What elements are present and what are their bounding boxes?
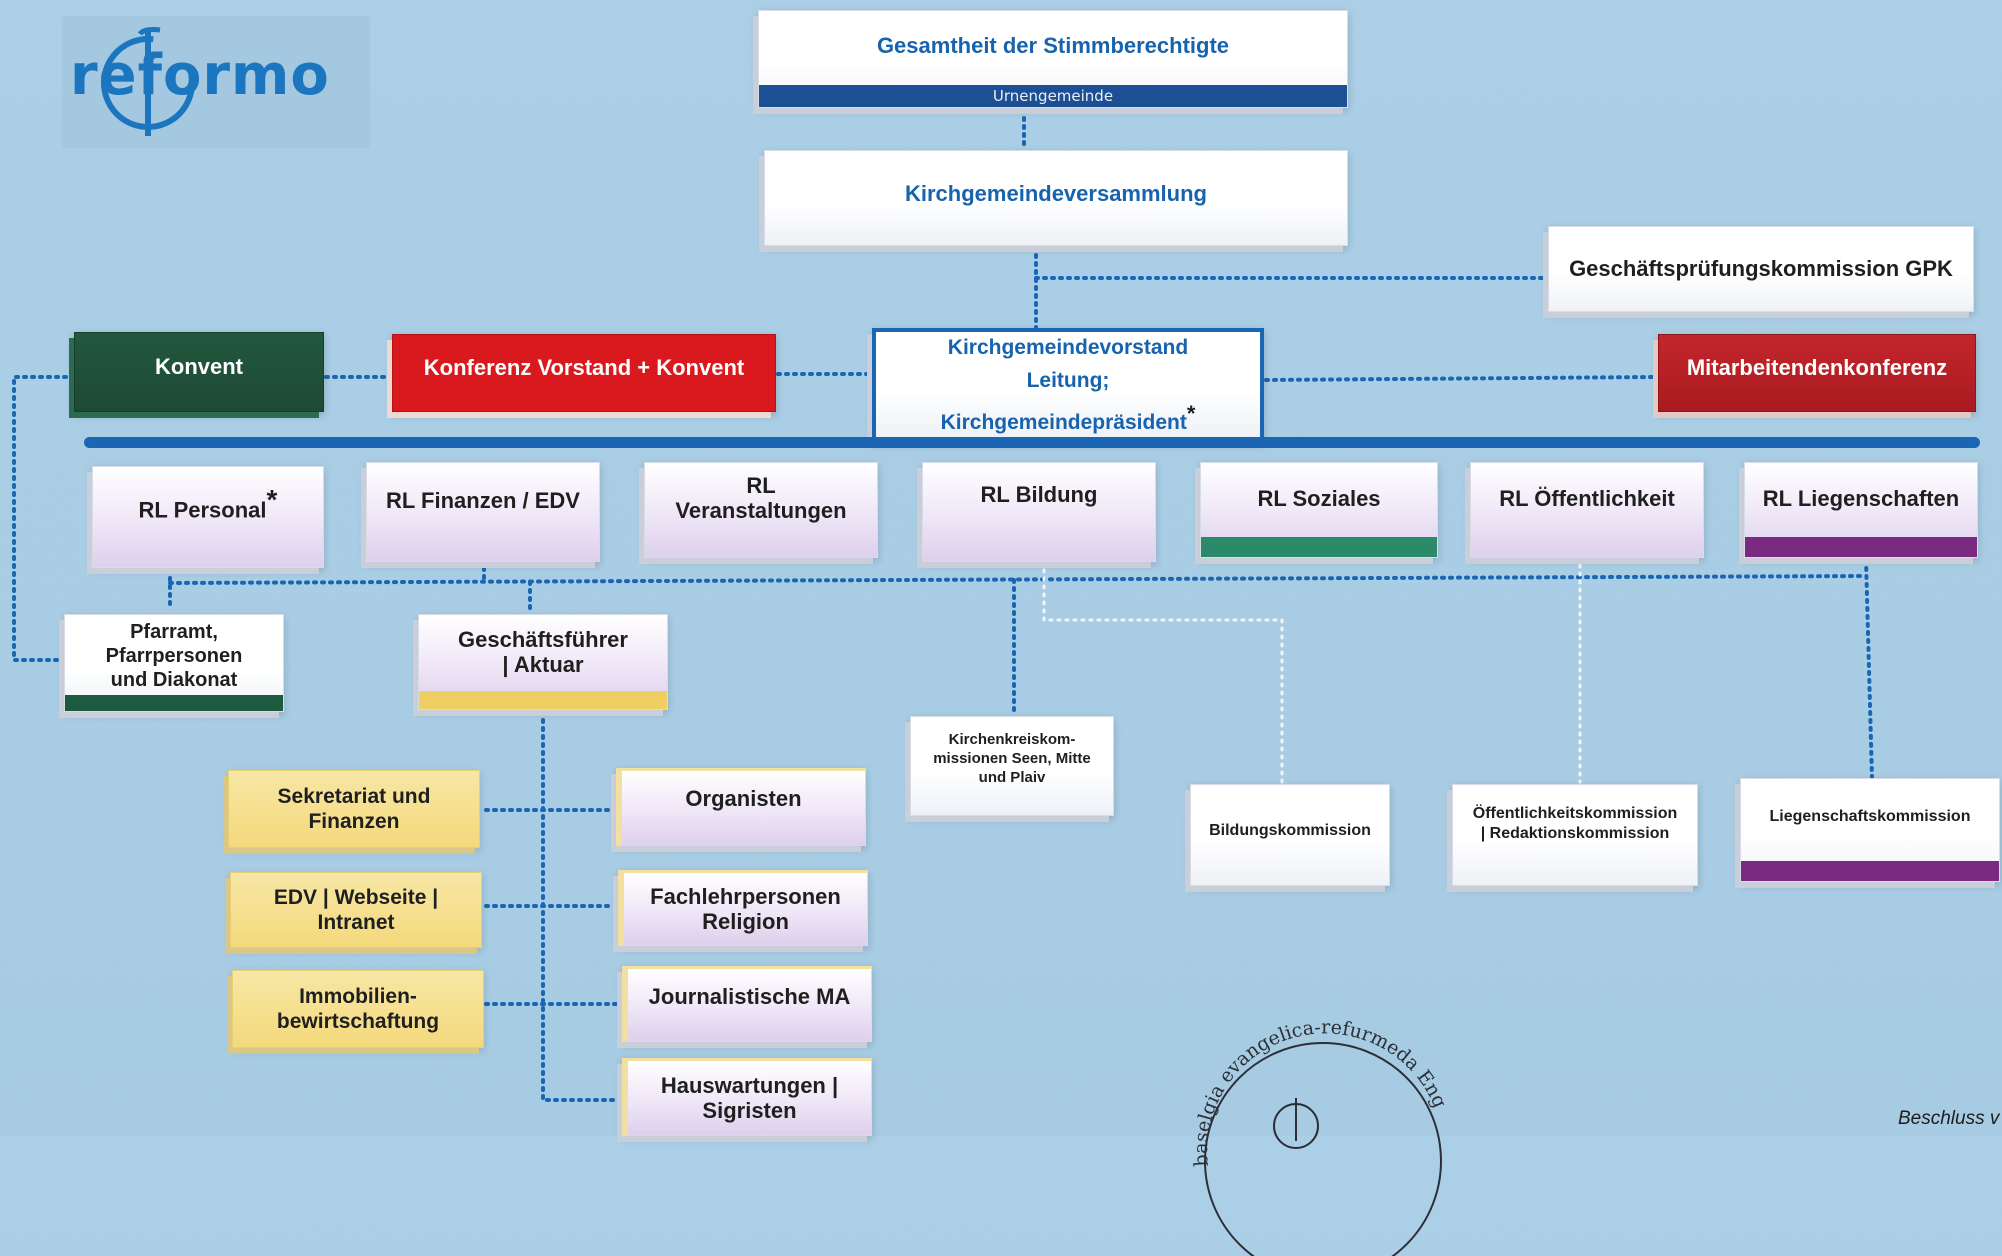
rl-soziales-color-bar	[1201, 537, 1437, 557]
kirchgemeindeversammlung-box: Kirchgemeindeversammlung	[764, 150, 1348, 246]
geschaeftsfuehrer-line-1: Geschäftsführer	[458, 627, 628, 652]
connector-gf-trunk	[541, 710, 622, 1102]
vorstand-line-3: Kirchgemeindepräsident	[940, 411, 1187, 434]
hauswartungen-line-2: Sigristen	[702, 1098, 797, 1123]
oeffentlichkeitskommission-line-1: Öffentlichkeitskommission	[1472, 805, 1678, 822]
urnengemeinde-bar: Urnengemeinde	[759, 85, 1347, 107]
vorstand-line-2: Leitung;	[1026, 369, 1110, 392]
rl-veranstaltungen-line-2: Veranstaltungen	[675, 498, 847, 523]
edv-line-2: Intranet	[317, 911, 395, 934]
logo-wordmark: reformo	[70, 43, 330, 108]
geschaeftsfuehrer-line-2: | Aktuar	[502, 652, 584, 677]
liegenschaftskommission-color-bar	[1741, 861, 1999, 881]
reformo-logo: reformo	[70, 26, 329, 136]
bildungskommission-box: Bildungskommission	[1190, 784, 1390, 886]
pfarramt-line-1: Pfarramt,	[130, 621, 218, 643]
hauswartungen-box: Hauswartungen | Sigristen	[622, 1058, 872, 1136]
connector-liegenschaften	[1864, 558, 1874, 780]
sekretariat-line-1: Sekretariat und	[277, 785, 431, 808]
liegenschaftskommission-title: Liegenschaftskommission	[1769, 808, 1971, 826]
kirchgemeindevorstand-box: Kirchgemeindevorstand Leitung; Kirchgeme…	[872, 328, 1264, 442]
organisten-title: Organisten	[685, 786, 802, 811]
kirchgemeindeversammlung-title: Kirchgemeindeversammlung	[905, 180, 1207, 206]
edv-box: EDV | Webseite | Intranet	[230, 872, 482, 948]
rl-personal-asterisk: *	[266, 483, 278, 515]
rl-bildung-title: RL Bildung	[980, 482, 1098, 507]
pfarramt-color-bar	[65, 695, 283, 711]
immobilien-line-2: bewirtschaftung	[276, 1010, 440, 1033]
oeffentlichkeitskommission-line-2: | Redaktionskommission	[1480, 825, 1670, 842]
mitarbeitendenkonferenz-title: Mitarbeitendenkonferenz	[1686, 354, 1948, 380]
edv-line-1: EDV | Webseite |	[273, 886, 439, 909]
urnengemeinde-label: Urnengemeinde	[992, 87, 1114, 105]
rl-bildung-box: RL Bildung	[922, 462, 1156, 562]
seal-text: baselgia evangelica-refurmeda Engiadin'O…	[1178, 1016, 1451, 1167]
sekretariat-box: Sekretariat und Finanzen	[228, 770, 480, 848]
rl-finanzen-box: RL Finanzen / EDV	[366, 462, 600, 562]
vorstand-asterisk: *	[1186, 401, 1196, 426]
rl-oeffentlichkeit-title: RL Öffentlichkeit	[1499, 485, 1675, 511]
logo-panel	[62, 16, 370, 148]
rl-personal-box: RL Personal*	[92, 466, 324, 568]
kirchenkreis-line-3: und Plaiv	[978, 768, 1046, 786]
rl-veranstaltungen-box: RL Veranstaltungen	[644, 462, 878, 558]
konferenz-title: Konferenz Vorstand + Konvent	[423, 354, 745, 380]
stimmberechtigte-box: Gesamtheit der Stimmberechtigte Urnengem…	[758, 10, 1348, 108]
connector-vorstand-mitarbeitende	[1264, 375, 1658, 382]
mitarbeitendenkonferenz-box: Mitarbeitendenkonferenz	[1658, 334, 1976, 412]
fachlehrpersonen-line-1: Fachlehrpersonen	[650, 884, 841, 909]
sekretariat-line-2: Finanzen	[308, 810, 400, 833]
fachlehrpersonen-box: Fachlehrpersonen Religion	[618, 870, 868, 946]
stimmberechtigte-title: Gesamtheit der Stimmberechtigte	[876, 32, 1230, 58]
kirchenkreiskommissionen-box: Kirchenkreiskom- missionen Seen, Mitte u…	[910, 716, 1114, 816]
vorstand-line-1: Kirchgemeindevorstand	[947, 336, 1189, 359]
leadership-divider-line	[84, 437, 1980, 448]
rl-veranstaltungen-line-1: RL	[746, 473, 776, 499]
rl-liegenschaften-box: RL Liegenschaften	[1744, 462, 1978, 558]
pfarramt-line-2: Pfarrpersonen	[105, 645, 243, 667]
kirchenkreis-line-1: Kirchenkreiskom-	[948, 730, 1076, 748]
pfarramt-box: Pfarramt, Pfarrpersonen und Diakonat	[64, 614, 284, 712]
bildungskommission-title: Bildungskommission	[1209, 822, 1371, 840]
kirchenkreis-line-2: missionen Seen, Mitte	[933, 749, 1091, 767]
rl-liegenschaften-title: RL Liegenschaften	[1762, 485, 1960, 511]
rl-personal-label-wrap: RL Personal*	[139, 484, 278, 523]
hauswartungen-line-1: Hauswartungen |	[660, 1073, 839, 1098]
geschaeftsfuehrer-box: Geschäftsführer | Aktuar	[418, 614, 668, 710]
journalistische-title: Journalistische MA	[648, 984, 851, 1009]
oeffentlichkeitskommission-box: Öffentlichkeitskommission | Redaktionsko…	[1452, 784, 1698, 886]
pfarramt-line-3: und Diakonat	[110, 669, 238, 691]
rl-soziales-box: RL Soziales	[1200, 462, 1438, 558]
rl-finanzen-title: RL Finanzen / EDV	[386, 487, 580, 513]
geschaeftsfuehrer-color-bar	[419, 691, 667, 709]
konferenz-box: Konferenz Vorstand + Konvent	[392, 334, 776, 412]
gpk-box: Geschäftsprüfungskommission GPK	[1548, 226, 1974, 312]
gpk-title: Geschäftsprüfungskommission GPK	[1569, 255, 1953, 281]
rl-oeffentlichkeit-box: RL Öffentlichkeit	[1470, 462, 1704, 558]
immobilien-line-1: Immobilien-	[299, 985, 417, 1008]
rl-liegenschaften-color-bar	[1745, 537, 1977, 557]
konvent-title: Konvent	[155, 353, 243, 379]
rl-personal-title: RL Personal	[138, 496, 267, 522]
svg-text:baselgia evangelica-refurmeda: baselgia evangelica-refurmeda Engiadin'O…	[1178, 1016, 1451, 1167]
rl-soziales-title: RL Soziales	[1257, 485, 1381, 511]
organisten-box: Organisten	[616, 768, 866, 846]
journalistische-box: Journalistische MA	[622, 966, 872, 1042]
konvent-box: Konvent	[74, 332, 324, 412]
footer-note: Beschluss v	[1898, 1108, 2000, 1129]
vorstand-line-3-wrap: Kirchgemeindepräsident*	[941, 397, 1196, 439]
connector-rl-bus	[168, 574, 1866, 585]
liegenschaftskommission-box: Liegenschaftskommission	[1740, 778, 2000, 882]
immobilien-box: Immobilien- bewirtschaftung	[232, 970, 484, 1048]
church-seal-stamp: baselgia evangelica-refurmeda Engiadin'O…	[1178, 1016, 1451, 1256]
logo-cross-mark	[101, 27, 195, 136]
fachlehrpersonen-line-2: Religion	[702, 909, 789, 934]
